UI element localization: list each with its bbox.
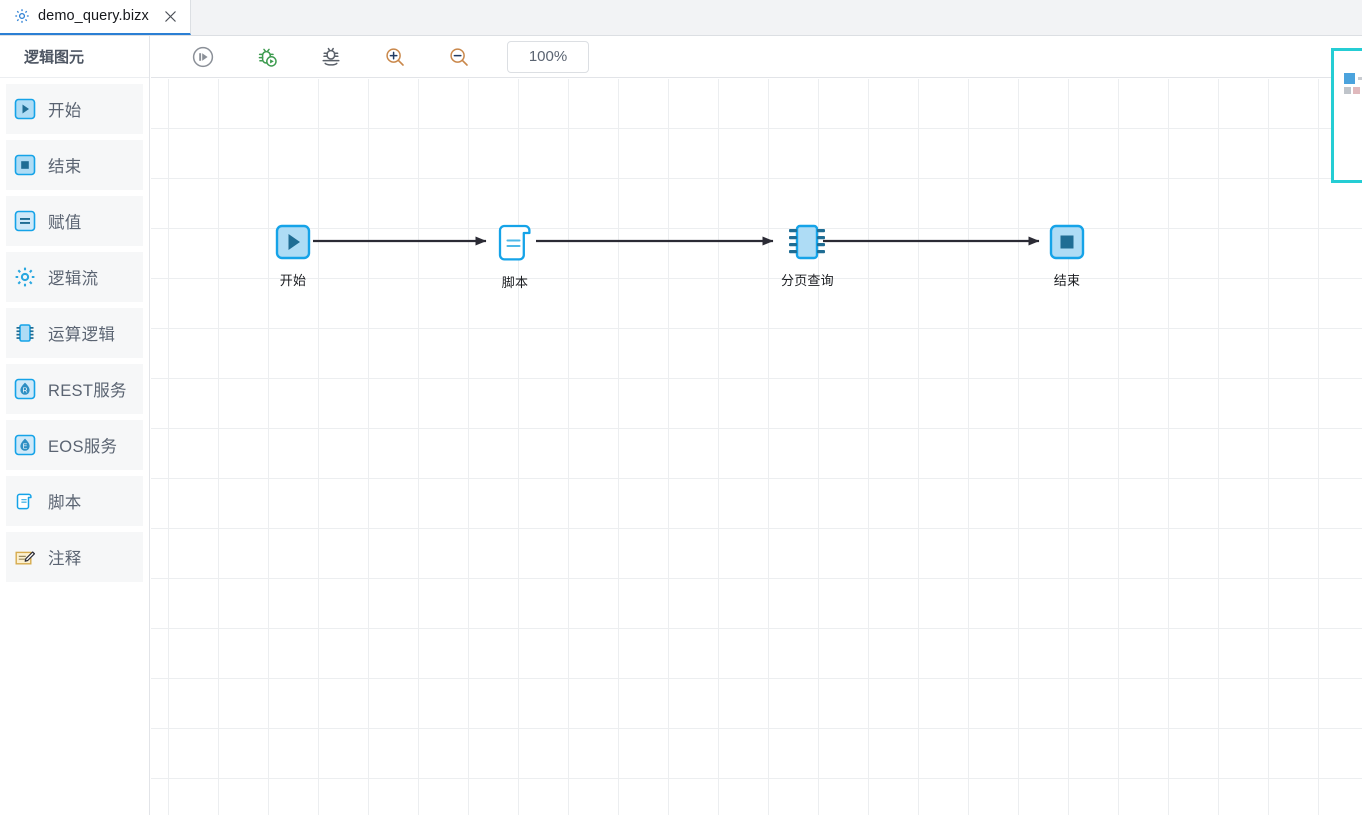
node-label: 分页查询 <box>781 273 834 288</box>
script-scroll-icon <box>14 490 36 512</box>
palette-item-label: REST服务 <box>48 382 127 400</box>
palette-item-label: EOS服务 <box>48 438 118 456</box>
minimap-label-row <box>1344 87 1360 94</box>
svg-text:R: R <box>22 387 27 394</box>
palette-item-label: 运算逻辑 <box>48 326 116 344</box>
zoom-in-button[interactable] <box>363 36 427 78</box>
node-start[interactable]: 开始 <box>275 224 311 289</box>
palette-item-label: 逻辑流 <box>48 270 99 288</box>
tab-demo-query-bizx[interactable]: demo_query.bizx <box>0 0 191 35</box>
node-paged-query[interactable]: 分页查询 <box>781 224 834 289</box>
palette-item-list: 开始 结束 赋值 <box>0 84 149 582</box>
tab-title: demo_query.bizx <box>38 8 149 24</box>
palette-item-assign[interactable]: 赋值 <box>6 196 143 246</box>
bug-play-icon <box>255 45 279 69</box>
palette-item-eos-service[interactable]: E EOS服务 <box>6 420 143 470</box>
end-stop-icon <box>1049 224 1085 265</box>
start-play-icon <box>14 98 36 120</box>
palette-header: 逻辑图元 <box>0 36 149 78</box>
minimap-node-row <box>1344 73 1362 84</box>
palette-item-end[interactable]: 结束 <box>6 140 143 190</box>
eos-service-icon: E <box>14 434 36 456</box>
palette-item-label: 开始 <box>48 102 82 120</box>
logic-flow-gear-icon <box>14 266 36 288</box>
flow-canvas[interactable]: 开始 脚本 分页查询 <box>151 79 1362 815</box>
palette-item-script[interactable]: 脚本 <box>6 476 143 526</box>
debug-run-button[interactable] <box>235 36 299 78</box>
palette-item-label: 脚本 <box>48 494 82 512</box>
editor-toolbar: 100% <box>151 36 1362 78</box>
node-label: 开始 <box>279 273 307 288</box>
bug-stop-icon <box>319 45 343 69</box>
node-label: 脚本 <box>501 275 529 290</box>
floating-minimap-panel[interactable] <box>1331 48 1362 183</box>
gear-icon <box>14 8 30 24</box>
minimap-label-block-a <box>1344 87 1351 94</box>
tab-bar: demo_query.bizx <box>0 0 1362 36</box>
debug-stop-button[interactable] <box>299 36 363 78</box>
node-label: 结束 <box>1053 273 1081 288</box>
minimap-label-block-b <box>1353 87 1360 94</box>
zoom-out-button[interactable] <box>427 36 491 78</box>
node-script[interactable]: 脚本 <box>496 222 534 291</box>
palette-item-start[interactable]: 开始 <box>6 84 143 134</box>
end-stop-icon <box>14 154 36 176</box>
close-icon[interactable] <box>163 8 179 24</box>
compute-chip-icon <box>786 224 828 265</box>
palette-item-rest-service[interactable]: R REST服务 <box>6 364 143 414</box>
logic-primitives-palette: 逻辑图元 开始 结束 <box>0 36 150 815</box>
node-end[interactable]: 结束 <box>1049 224 1085 289</box>
rest-service-icon: R <box>14 378 36 400</box>
svg-text:E: E <box>23 443 28 450</box>
palette-item-annotation[interactable]: 注释 <box>6 532 143 582</box>
start-play-icon <box>275 224 311 265</box>
run-button[interactable] <box>171 36 235 78</box>
palette-item-label: 注释 <box>48 550 82 568</box>
minimap-connector-line <box>1358 77 1362 80</box>
annotation-note-icon <box>14 546 36 568</box>
flow-edges-layer <box>313 236 1040 246</box>
assign-equals-icon <box>14 210 36 232</box>
minimap-node-icon <box>1344 73 1355 84</box>
script-scroll-icon <box>496 222 534 267</box>
zoom-level-input[interactable]: 100% <box>507 40 589 73</box>
palette-item-logic-flow[interactable]: 逻辑流 <box>6 252 143 302</box>
palette-item-label: 赋值 <box>48 214 82 232</box>
circle-play-icon <box>191 45 215 69</box>
compute-chip-icon <box>14 322 36 344</box>
zoom-out-icon <box>447 45 471 69</box>
zoom-in-icon <box>383 45 407 69</box>
palette-item-compute-logic[interactable]: 运算逻辑 <box>6 308 143 358</box>
palette-item-label: 结束 <box>48 158 82 176</box>
